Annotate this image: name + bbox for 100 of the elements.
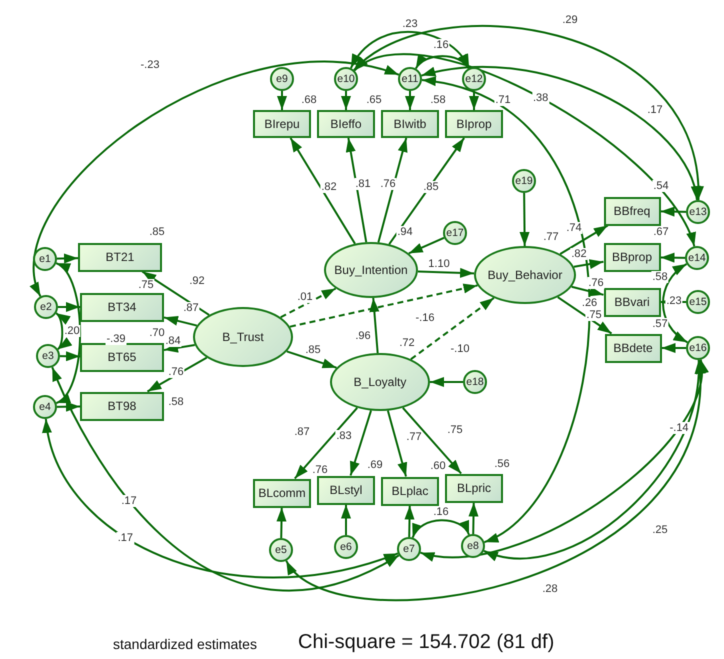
- covariance-value: .29: [561, 14, 579, 26]
- error-term-circle: e9: [270, 67, 294, 91]
- covariance-value: .16: [432, 39, 450, 51]
- regression-arrow: [557, 296, 612, 334]
- observed-variable-box: BLpric: [445, 474, 503, 502]
- error-term-circle: e11: [398, 67, 422, 91]
- regression-arrow: [286, 350, 337, 369]
- r-squared-value: .69: [366, 459, 384, 471]
- path-coefficient: .75: [585, 309, 603, 321]
- regression-arrow: [405, 91, 415, 110]
- covariance-value: .17: [116, 532, 134, 544]
- path-coefficient: .81: [354, 178, 372, 190]
- observed-variable-box: BT65: [80, 342, 164, 372]
- path-coefficient: .77: [405, 431, 423, 443]
- r-squared-value: .71: [494, 94, 512, 106]
- path-coefficient: .76: [587, 277, 605, 289]
- error-term-circle: e12: [462, 67, 486, 91]
- covariance-value: .28: [541, 583, 559, 595]
- regression-arrow: [402, 407, 462, 474]
- regression-arrow: [142, 270, 210, 316]
- regression-arrow: [58, 302, 80, 312]
- covariance-value: .17: [120, 494, 138, 507]
- regression-arrow: [56, 402, 80, 412]
- regression-arrow: [388, 137, 465, 245]
- regression-arrow: [469, 91, 479, 110]
- regression-arrow: [418, 268, 474, 278]
- covariance-arrow: [484, 360, 704, 560]
- error-term-circle: e5: [269, 538, 293, 562]
- error-term-circle: e7: [397, 537, 421, 561]
- covariance-arrow: [286, 360, 704, 600]
- observed-variable-box: BT21: [78, 242, 162, 272]
- regression-arrow: [560, 224, 608, 255]
- error-term-circle: e2: [34, 295, 58, 319]
- regression-arrow: [164, 316, 198, 327]
- path-coefficient: .82: [570, 248, 588, 260]
- covariance-arrow: [412, 519, 470, 538]
- r-squared-value: .58: [651, 271, 669, 283]
- error-term-circle: e16: [686, 336, 710, 360]
- regression-arrow: [660, 252, 686, 263]
- regression-arrow: [346, 138, 368, 242]
- r-squared-value: .77: [542, 231, 560, 243]
- regression-arrow: [294, 407, 358, 480]
- regression-arrow: [276, 507, 286, 538]
- regression-arrow: [290, 137, 356, 244]
- r-squared-value: .85: [148, 226, 166, 238]
- covariance-value: .25: [651, 524, 669, 536]
- covariance-arrow: [350, 31, 470, 69]
- path-coefficient: -.10: [450, 343, 470, 355]
- observed-variable-box: BIwitb: [381, 110, 439, 138]
- observed-variable-box: BLcomm: [253, 478, 311, 508]
- path-coefficient: .87: [182, 302, 200, 314]
- observed-variable-box: BT98: [80, 392, 164, 420]
- observed-variable-box: BLplac: [381, 476, 439, 506]
- error-term-circle: e18: [463, 370, 487, 394]
- observed-variable-box: BIeffo: [317, 110, 375, 138]
- path-coefficient: .01: [296, 291, 314, 303]
- regression-arrow: [662, 343, 686, 353]
- regression-arrow: [430, 377, 463, 387]
- path-coefficient: .82: [320, 181, 338, 193]
- covariance-value: -.39: [106, 333, 126, 345]
- error-term-circle: e6: [334, 535, 358, 559]
- error-term-circle: e19: [512, 169, 536, 193]
- error-term-circle: e14: [685, 246, 709, 270]
- r-squared-value: .70: [148, 327, 166, 339]
- regression-arrow: [164, 342, 195, 353]
- regression-arrow: [410, 297, 494, 360]
- path-coefficient: .75: [446, 424, 464, 436]
- observed-variable-box: BBprop: [604, 242, 660, 272]
- r-squared-value: .67: [652, 226, 670, 238]
- path-coefficient: .84: [164, 335, 182, 347]
- r-squared-value: .54: [652, 180, 670, 192]
- regression-arrow: [660, 206, 686, 217]
- estimates-note: standardized estimates: [113, 636, 257, 652]
- regression-arrow: [341, 504, 351, 535]
- covariance-arrow: [354, 53, 696, 247]
- path-coefficient: 1.10: [427, 258, 451, 270]
- regression-arrow: [404, 505, 414, 538]
- covariance-value: .23: [665, 295, 683, 307]
- observed-variable-box: BLstyl: [317, 476, 375, 504]
- regression-arrow: [277, 91, 287, 110]
- observed-variable-box: BBdete: [604, 334, 662, 362]
- regression-arrow: [280, 288, 336, 318]
- covariance-arrow: [415, 54, 470, 70]
- regression-arrow: [571, 286, 604, 296]
- regression-arrow: [408, 236, 444, 254]
- covariance-arrow: [51, 366, 400, 591]
- covariance-value: -.23: [140, 59, 160, 71]
- covariance-arrow: [56, 312, 72, 350]
- path-coefficient: .76: [167, 366, 185, 378]
- observed-variable-box: BIprop: [445, 110, 503, 138]
- error-term-circle: e10: [334, 67, 358, 91]
- latent-variable-ellipse: Buy_Intention: [324, 242, 418, 298]
- regression-arrow: [341, 91, 351, 110]
- observed-variable-box: BIrepu: [253, 110, 311, 138]
- error-term-circle: e8: [461, 534, 485, 558]
- r-squared-value: .58: [429, 94, 447, 106]
- regression-arrow: [146, 356, 208, 392]
- r-squared-value: .58: [167, 396, 185, 408]
- error-term-circle: e3: [36, 344, 60, 368]
- covariance-value: .17: [646, 104, 664, 116]
